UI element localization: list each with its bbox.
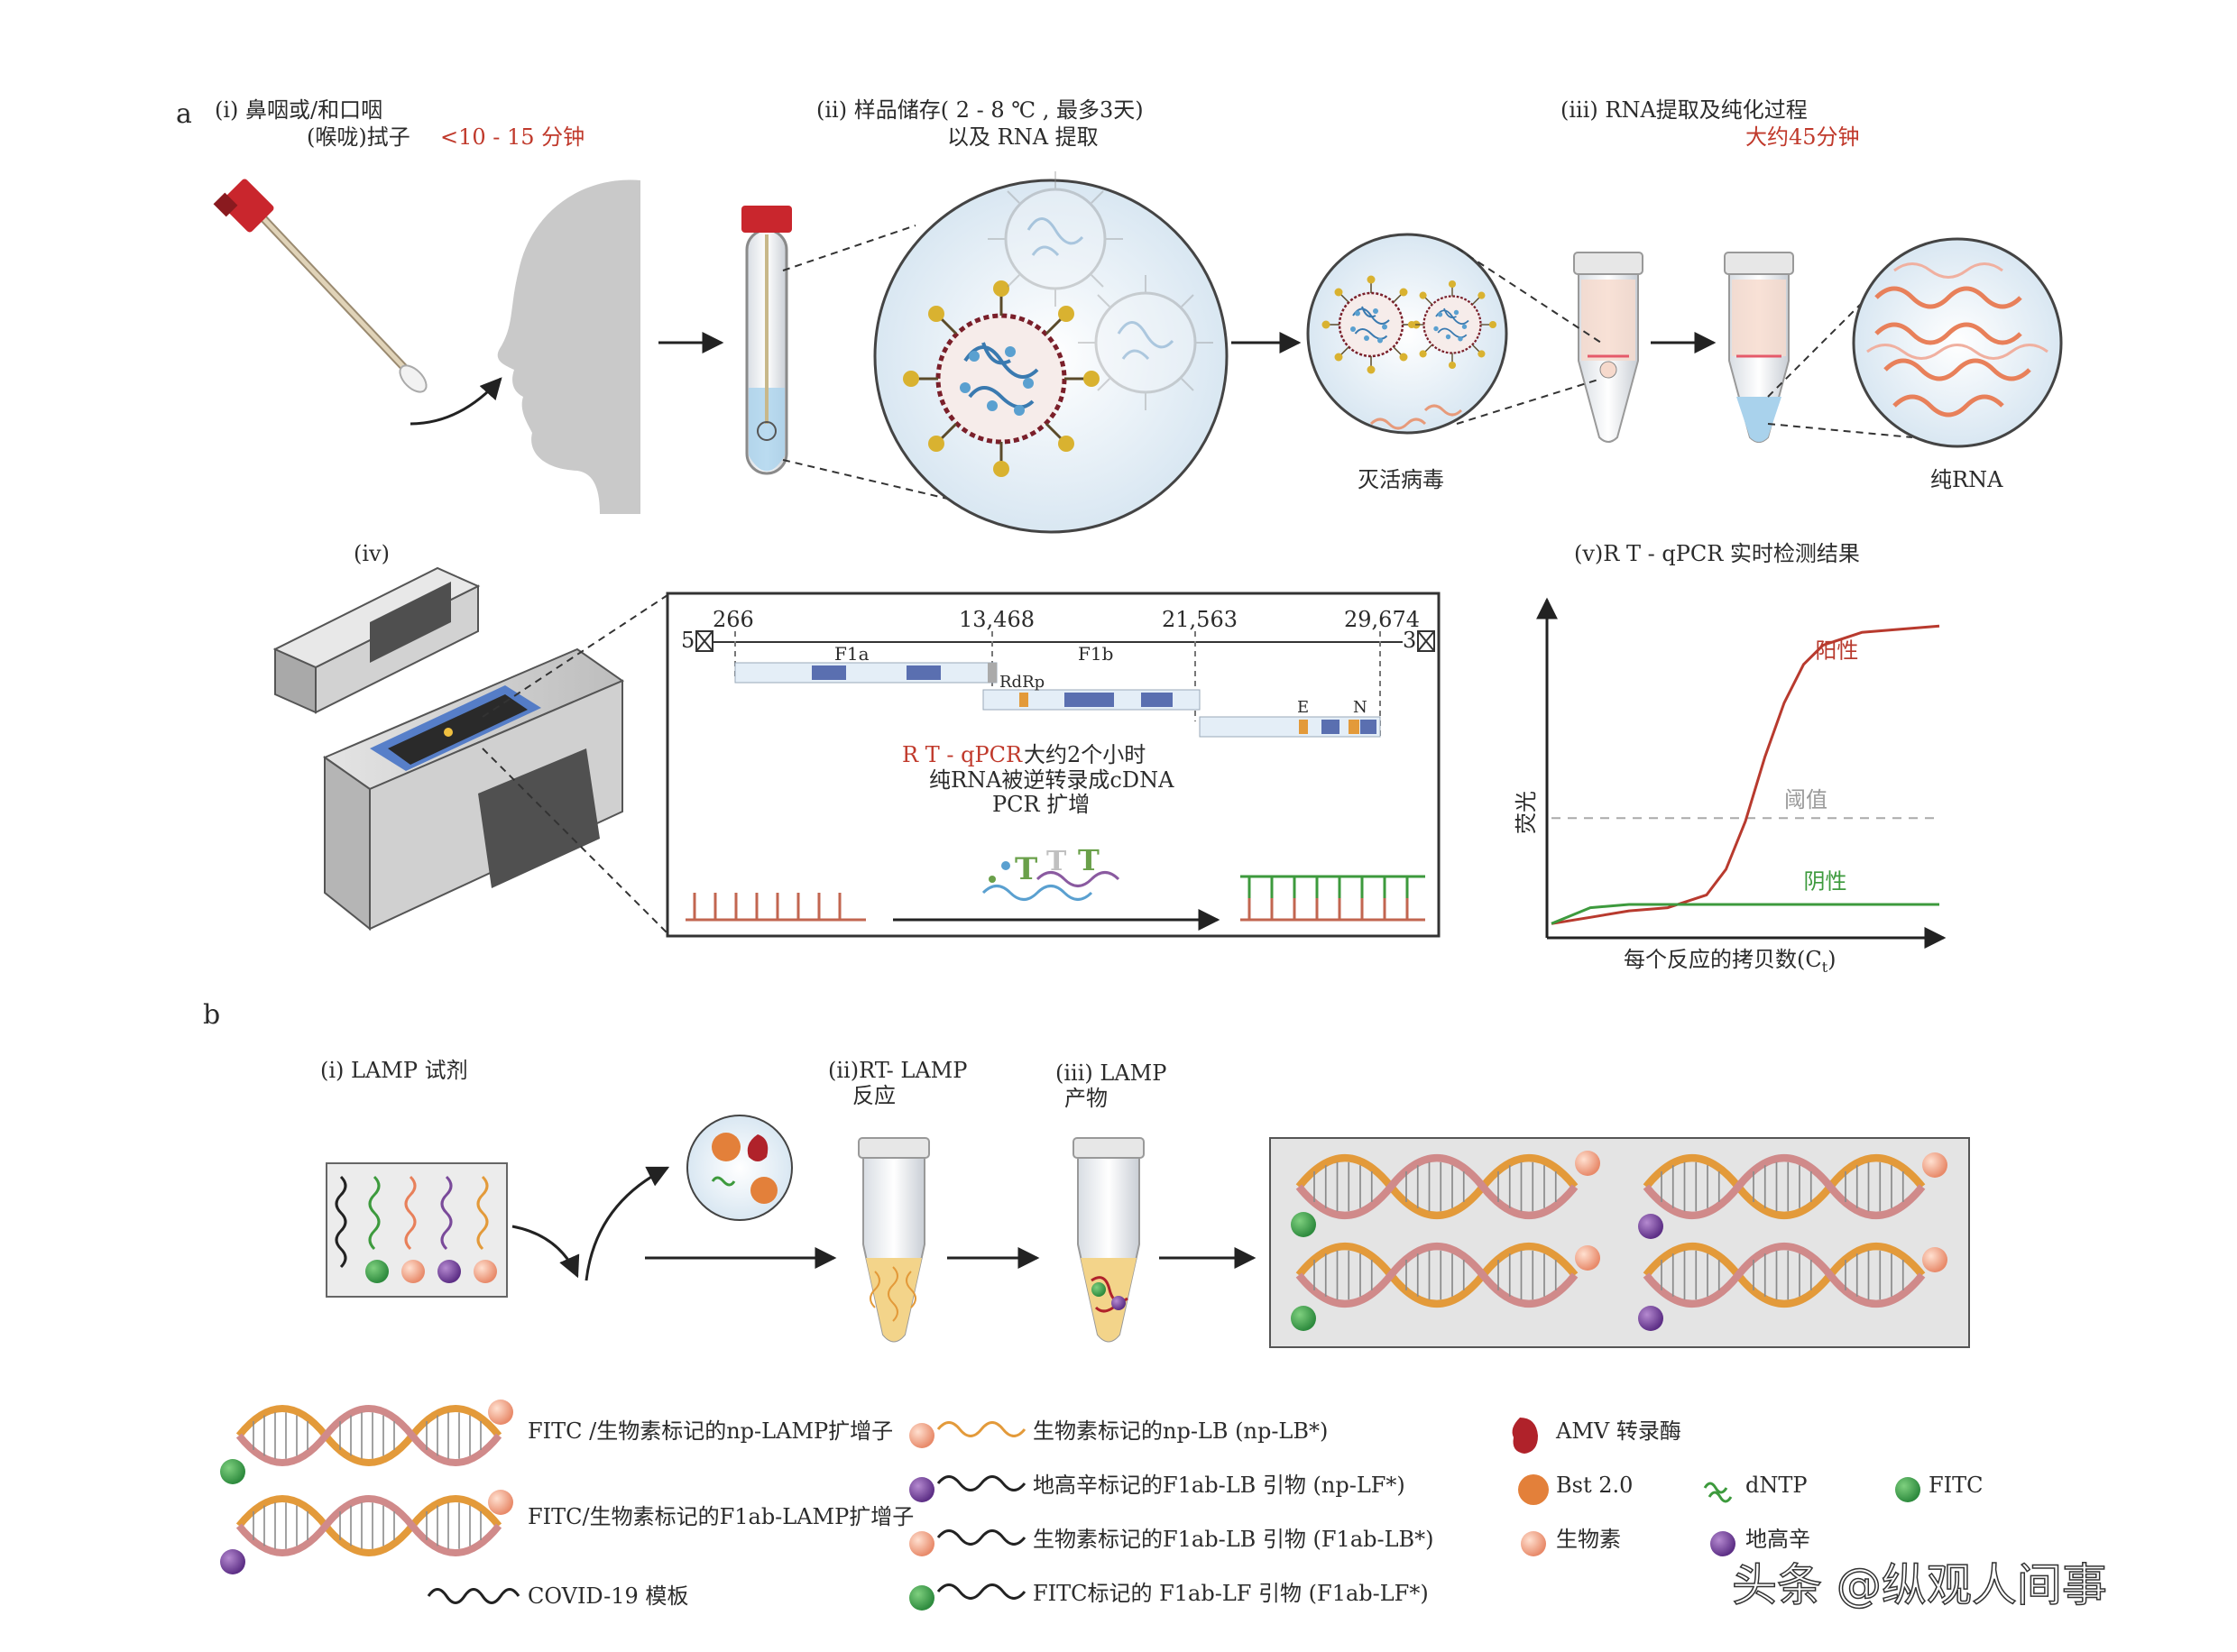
legend-biotin: 生物素	[1556, 1527, 1621, 1552]
zoom-line	[1767, 423, 1913, 438]
b-step2-line2: 反应	[852, 1083, 896, 1108]
sample-tube	[741, 206, 792, 475]
genome-3-box-icon	[1417, 630, 1435, 652]
b-step3-line1: (iii) LAMP	[1055, 1060, 1166, 1086]
legend-dig: 地高辛	[1745, 1527, 1810, 1552]
series-line-1	[1551, 903, 1939, 925]
amplicon-box	[1269, 1137, 1970, 1348]
genome-pos-266: 266	[713, 607, 754, 632]
inactivated-virus-circle	[1306, 233, 1508, 435]
step5-label: (v)R T - qPCR 实时检测结果	[1574, 541, 1860, 566]
biotin-icon	[1521, 1531, 1546, 1556]
virus-zoom-circle	[873, 170, 1229, 534]
rt-lamp-tube	[858, 1137, 930, 1343]
head-silhouette	[497, 179, 640, 514]
x-axis-label: 每个反应的拷贝数(Ct)	[1624, 947, 1837, 976]
extraction-tube-1	[1573, 252, 1643, 443]
legend-p3: 生物素标记的F1ab-LB 引物 (F1ab-LB*)	[1033, 1527, 1434, 1552]
legend: FITC /生物素标记的np-LAMP扩增子 FITC/生物素标记的F1ab-L…	[220, 1400, 1984, 1611]
nasal-swab	[213, 179, 428, 393]
step4-label: (iv)	[354, 541, 390, 566]
panel-b-letter: b	[203, 999, 220, 1031]
legend-bst: Bst 2.0	[1556, 1473, 1633, 1498]
pure-rna-circle	[1852, 237, 2063, 448]
step1-line2-a: (喉咙)拭子	[307, 124, 410, 150]
zoom-line	[1456, 247, 1602, 344]
rtqpcr-line3: PCR 扩增	[992, 792, 1090, 817]
series-label-1: 阴性	[1804, 868, 1847, 894]
step1-line2-b: <10 - 15 分钟	[440, 124, 585, 150]
n-gene-label: N	[1353, 698, 1367, 717]
amv-icon	[1512, 1418, 1538, 1454]
legend-amp1: FITC /生物素标记的np-LAMP扩增子	[528, 1418, 893, 1444]
series-line-0	[1551, 624, 1940, 925]
pcr-machine	[272, 566, 625, 932]
ssDNA-strand	[686, 893, 866, 922]
series-label-0: 阳性	[1815, 638, 1858, 664]
legend-fitc: FITC	[1929, 1473, 1984, 1498]
legend-p2: 地高辛标记的F1ab-LB 引物 (np-LF*)	[1033, 1473, 1405, 1498]
enzyme-circle	[686, 1115, 793, 1221]
b-curve-arrow-out	[585, 1166, 670, 1281]
svg-text:T: T	[1015, 851, 1037, 887]
svg-text:T: T	[1078, 843, 1100, 877]
bst-icon	[1518, 1474, 1549, 1505]
e-gene-label: E	[1297, 698, 1309, 717]
template-wave-icon	[427, 1588, 520, 1604]
b-step2-line1: (ii)RT- LAMP	[828, 1058, 967, 1083]
f1a-segment	[734, 662, 998, 684]
legend-amp2: FITC/生物素标记的F1ab-LAMP扩增子	[528, 1504, 914, 1529]
x-axis-label-sub: t	[1822, 959, 1828, 976]
rdrp-label: RdRp	[999, 673, 1045, 692]
rtqpcr-time: 大约2个小时	[1024, 742, 1146, 767]
extraction-tube-2	[1724, 252, 1794, 443]
genome-pos-13468: 13,468	[959, 607, 1035, 632]
legend-p1: 生物素标记的np-LB (np-LB*)	[1033, 1418, 1328, 1444]
zoom-line	[782, 225, 916, 271]
step1-line1: (i) 鼻咽或/和口咽	[215, 97, 382, 123]
legend-dntp: dNTP	[1745, 1473, 1808, 1498]
b-curve-arrow-in	[511, 1225, 580, 1279]
genome-pos-29674: 29,674	[1344, 607, 1420, 632]
rtqpcr-line2: 纯RNA被逆转录成cDNA	[929, 767, 1174, 793]
dsDNA-product	[1240, 875, 1425, 922]
lamp-reagent-box	[326, 1162, 508, 1298]
step2-line1: (ii) 样品储存( 2 - 8 ℃ , 最多3天)	[816, 97, 1144, 123]
y-axis-label: 荧光	[1514, 791, 1539, 834]
step3-line1: (iii) RNA提取及纯化过程	[1560, 97, 1808, 123]
genome-box: 266 13,468 21,563 29,674 5 3 F1a F1b RdR…	[666, 592, 1441, 938]
genome-pos-21563: 21,563	[1162, 607, 1238, 632]
rtqpcr-name: R T - qPCR	[902, 742, 1023, 767]
swab-arrow	[410, 377, 502, 426]
fitc-icon	[1895, 1477, 1920, 1502]
dntp-icon	[1703, 1482, 1733, 1503]
watermark: 头条 @纵观人间事	[1732, 1559, 2107, 1611]
legend-template: COVID-19 模板	[528, 1583, 688, 1609]
legend-p4: FITC标记的 F1ab-LF 引物 (F1ab-LF*)	[1033, 1581, 1429, 1606]
step3-line2: 大约45分钟	[1745, 124, 1860, 150]
step2-line2: 以及 RNA 提取	[947, 124, 1099, 150]
pure-rna-label: 纯RNA	[1930, 467, 2003, 492]
f1b-label: F1b	[1078, 643, 1113, 665]
lamp-product-tube	[1072, 1137, 1145, 1343]
digoxigenin-icon	[1710, 1531, 1735, 1556]
svg-text:T: T	[1046, 846, 1067, 877]
b-step3-line2: 产物	[1064, 1086, 1108, 1111]
b-step1-label: (i) LAMP 试剂	[320, 1058, 468, 1083]
reagents-cluster: T T T	[981, 843, 1120, 901]
legend-amv: AMV 转录酶	[1555, 1418, 1681, 1444]
panel-a-letter: a	[176, 98, 192, 130]
zoom-line	[1767, 279, 1886, 398]
threshold-label: 阈值	[1784, 787, 1827, 812]
zoom-line	[482, 748, 668, 934]
genome-3-end: 3	[1403, 628, 1416, 653]
f1a-label: F1a	[834, 643, 870, 665]
genome-5-end: 5	[681, 628, 695, 653]
inactive-virus-label: 灭活病毒	[1358, 467, 1444, 492]
